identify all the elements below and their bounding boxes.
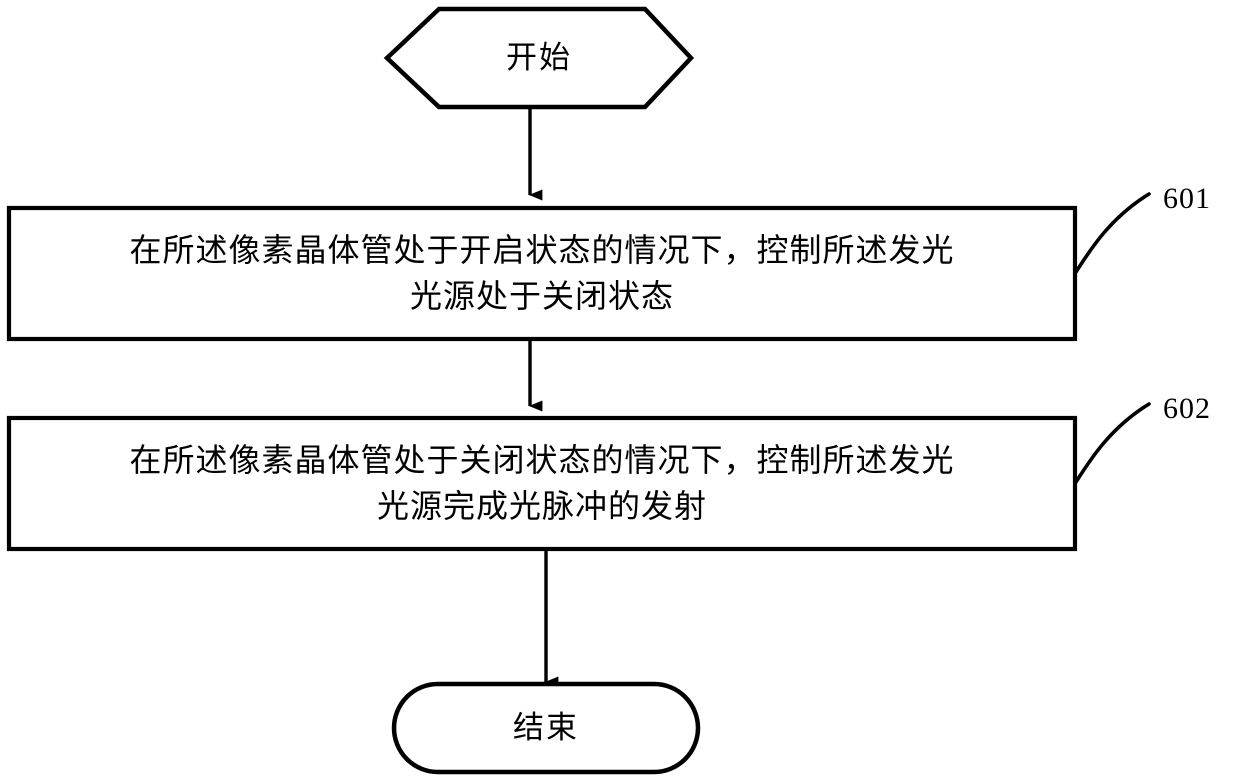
reference-label-601: 601 bbox=[1163, 182, 1211, 215]
leader-line-602 bbox=[1074, 402, 1151, 484]
node-end-shape[interactable] bbox=[391, 681, 701, 775]
node-step-601-shape[interactable] bbox=[6, 205, 1078, 342]
node-step-602-shape[interactable] bbox=[6, 415, 1078, 552]
node-start-shape[interactable] bbox=[383, 6, 695, 110]
leader-line-601 bbox=[1074, 192, 1151, 274]
reference-label-602: 602 bbox=[1163, 392, 1211, 425]
